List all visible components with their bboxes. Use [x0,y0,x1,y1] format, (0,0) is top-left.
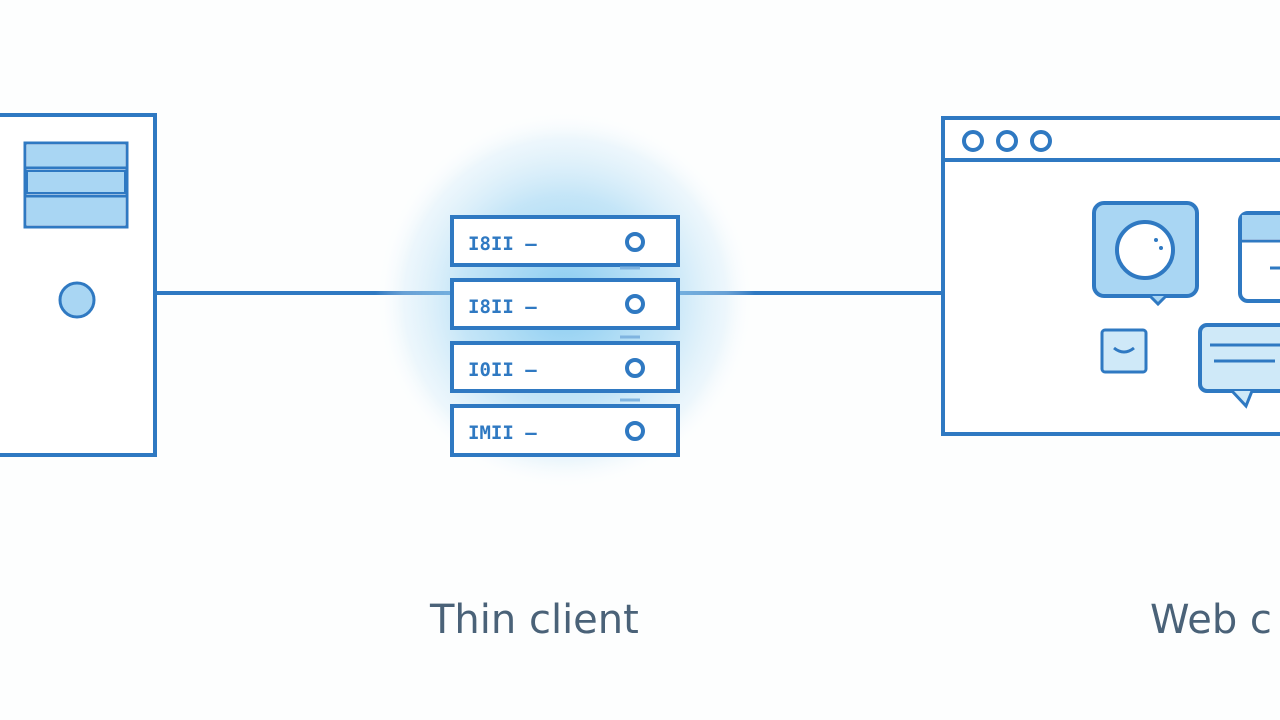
window-dot [962,130,984,152]
rack-unit-label: I8II — [468,296,537,318]
rack-unit: I0II — [450,341,680,393]
rack-unit: I8II — [450,278,680,330]
rack-unit: IMII — [450,404,680,457]
globe-tile-icon [1092,201,1199,307]
browser-window-icon [941,116,1280,436]
card-tile-icon [1238,211,1280,303]
window-dot [1030,130,1052,152]
rack-unit: I8II — [450,215,680,267]
web-client-label: Web c [1150,597,1272,643]
message-tile-icon [1100,328,1148,374]
thin-client-label: Thin client [430,597,639,643]
rack-unit-label: I0II — [468,359,537,381]
desktop-tower-icon [0,113,157,457]
rack-unit-label: IMII — [468,422,537,444]
chat-bubble-icon [1198,323,1280,409]
rack-unit-label: I8II — [468,233,537,255]
window-dot [996,130,1018,152]
server-rack-icon: I8II — I8II — I0II — IMII — [450,215,680,457]
